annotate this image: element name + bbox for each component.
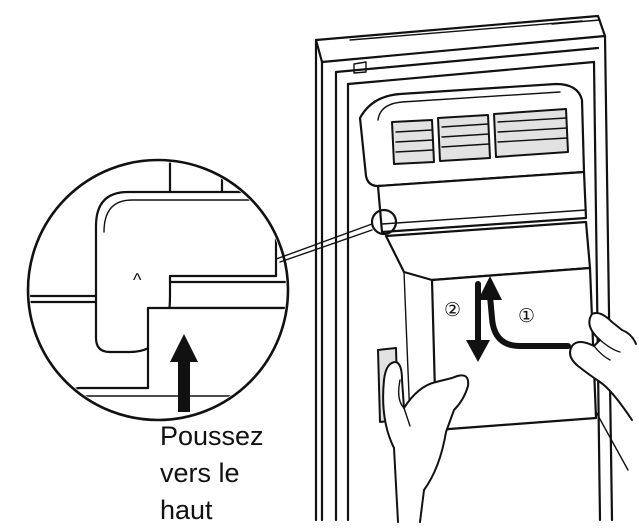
caret-marker: ^ (133, 270, 142, 290)
step-1-arrow (478, 276, 571, 349)
magnifier-callout: ^ (26, 158, 373, 422)
instruction-line-1: Poussez (160, 421, 264, 451)
step-1-label: ① (518, 305, 535, 327)
refrigerator-door (314, 14, 614, 522)
detail-point (370, 208, 398, 236)
instruction-line-3: haut (160, 495, 213, 525)
push-up-arrow (170, 334, 198, 412)
step-2-label: ② (444, 299, 461, 321)
vent-grille (391, 108, 569, 165)
step-2-arrow (466, 281, 490, 362)
right-hand (569, 312, 637, 471)
push-up-instruction: Poussez vers le haut (160, 418, 320, 529)
instruction-line-2: vers le (160, 458, 240, 488)
dispenser-unit (358, 82, 598, 432)
left-hand (382, 361, 470, 523)
